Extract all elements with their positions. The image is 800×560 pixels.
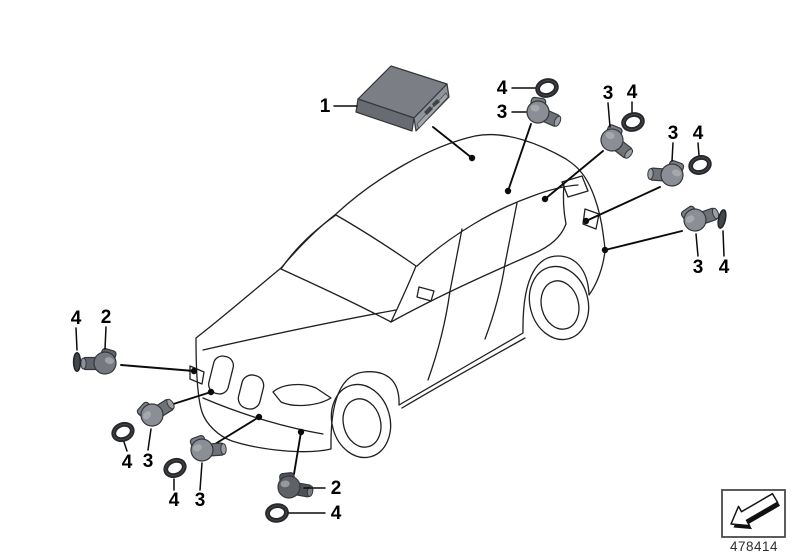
pdc-sensor-rear-upper — [643, 152, 688, 192]
callout-1-module: 1 — [320, 96, 331, 117]
callout-4-front-center: 4 — [331, 503, 342, 524]
b-pillar — [449, 228, 463, 292]
pdc-sensor-front-left — [77, 342, 121, 380]
diagram-stamp[interactable] — [721, 489, 786, 538]
front-wheel — [330, 383, 392, 459]
callout-4-rear-upper: 4 — [693, 123, 704, 144]
headlight-far — [189, 365, 205, 385]
callout-3-roof-rear: 3 — [603, 83, 614, 104]
callout-4-front-lower-1: 4 — [122, 452, 133, 473]
o-ring-front-center — [267, 504, 288, 521]
callout-3-rear-lower: 3 — [693, 257, 704, 278]
callout-4-front-lower-2: 4 — [169, 490, 180, 511]
callout-3-rear-upper: 3 — [668, 123, 679, 144]
callout-4-rear-lower: 4 — [719, 257, 730, 278]
pdc-sensor-front-lower-1 — [133, 386, 179, 433]
pdc-sensor-rear-lower — [677, 193, 724, 238]
c-pillar — [504, 202, 518, 265]
headlight-near — [272, 383, 332, 407]
o-ring-roof-rear — [622, 112, 644, 131]
side-mirror — [416, 286, 435, 302]
rear-wheel — [528, 265, 590, 341]
o-ring-front-lower-1 — [111, 422, 134, 443]
o-ring-front-lower-2 — [163, 458, 186, 479]
kidney-grille-right — [237, 374, 265, 410]
callout-labels: 1 4 3 3 4 3 4 3 4 4 2 4 3 4 3 2 4 — [71, 78, 730, 524]
car-body-silhouette — [195, 133, 606, 453]
o-ring-rear-upper — [689, 155, 712, 175]
callout-4-roof-front: 4 — [497, 78, 508, 99]
hint-arrow-icon — [730, 492, 780, 530]
pdc-sensor-front-lower-2 — [186, 427, 231, 467]
callout-3-front-lower-1: 3 — [143, 451, 154, 472]
diagram-part-number: 478414 — [730, 539, 778, 554]
roof-rail-near — [416, 184, 579, 267]
rear-door-seam — [484, 263, 506, 340]
o-ring-front-left — [72, 351, 82, 373]
control-module — [355, 65, 450, 132]
callout-2-front-left: 2 — [101, 307, 112, 328]
rear-quarter-window — [561, 175, 589, 198]
o-ring-roof-front — [536, 78, 558, 97]
car-outline-drawing — [189, 133, 606, 459]
callout-2-front-center: 2 — [331, 478, 342, 499]
beltline — [390, 223, 567, 323]
windshield — [280, 214, 417, 323]
callout-3-roof-front: 3 — [497, 102, 508, 123]
callout-3-front-lower-2: 3 — [195, 490, 206, 511]
callout-4-front-left: 4 — [71, 308, 82, 329]
bumper-crease — [202, 397, 324, 435]
callout-4-roof-rear: 4 — [627, 82, 638, 103]
rocker-line — [401, 337, 526, 409]
kidney-grille-left — [207, 355, 235, 395]
front-door-seam — [427, 290, 451, 381]
hood-crease — [202, 309, 397, 351]
pdc-sensor-front-center — [275, 469, 316, 502]
